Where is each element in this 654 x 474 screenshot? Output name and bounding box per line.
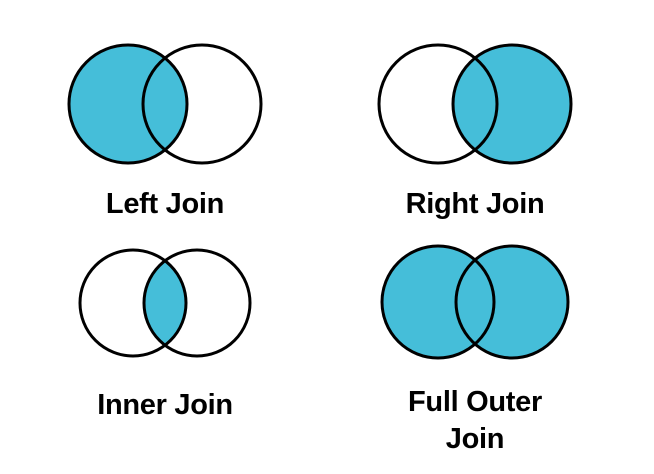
join-label-left-join: Left Join <box>105 188 225 220</box>
join-cell-inner-join: Inner Join <box>20 240 310 424</box>
join-label-right-join: Right Join <box>405 188 545 220</box>
join-label-full-outer-join: Full Outer Join <box>408 386 542 456</box>
right-circle-outline <box>142 248 252 358</box>
left-circle-outline <box>377 43 499 165</box>
left-circle-outline <box>380 244 496 360</box>
join-cell-right-join: Right Join <box>330 34 620 223</box>
venn-figure-right-join <box>377 43 573 165</box>
right-circle-fill <box>456 246 568 358</box>
intersection-fill <box>143 45 187 163</box>
join-label-inner-join: Inner Join <box>97 389 233 421</box>
right-circle-outline <box>454 244 570 360</box>
venn-figure-full-outer-join <box>380 244 570 360</box>
left-circle-outline <box>78 248 188 358</box>
right-circle-outline <box>141 43 263 165</box>
intersection-fill <box>453 45 497 163</box>
right-circle-outline <box>451 43 573 165</box>
join-cell-full-outer-join: Full Outer Join <box>330 234 620 458</box>
intersection-fill <box>144 250 186 356</box>
join-cell-left-join: Left Join <box>20 34 310 223</box>
venn-figure-inner-join <box>78 248 252 358</box>
left-circle-outline <box>67 43 189 165</box>
venn-figure-left-join <box>67 43 263 165</box>
